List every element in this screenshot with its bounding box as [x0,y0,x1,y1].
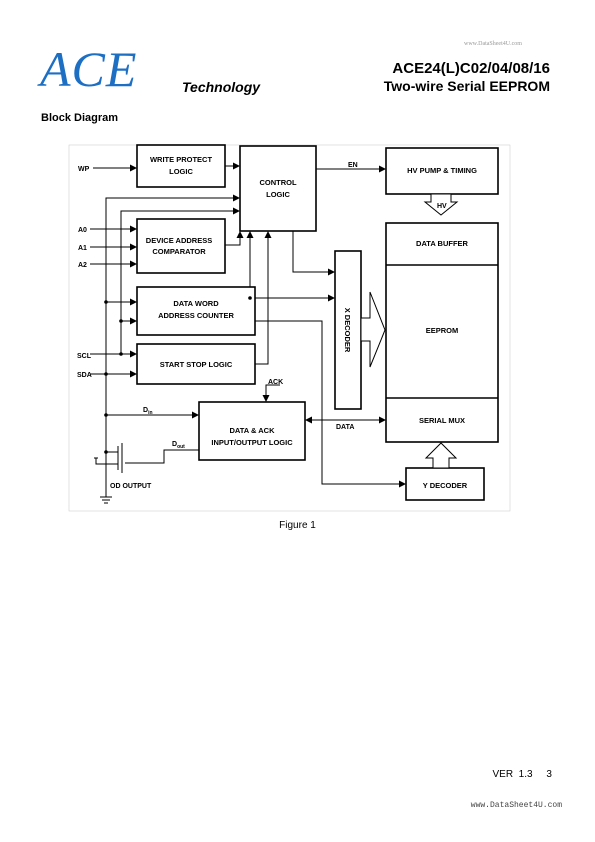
start-stop-block [136,343,256,385]
pin-a2: A2 [78,262,87,269]
eeprom-label: EEPROM [426,326,459,335]
data-word-label-2: ADDRESS COUNTER [158,311,234,320]
control-label-1: CONTROL [259,178,296,187]
signal-dout: Dout [172,441,185,450]
control-logic-block [239,145,317,232]
pin-wp: WP [78,166,90,173]
wire-junctions [104,296,252,454]
signal-data: DATA [336,424,354,431]
logo-subtitle: Technology [182,79,261,95]
write-protect-block [136,144,226,188]
y-decoder-label: Y DECODER [423,481,468,490]
y-decoder-arrow [424,442,458,469]
diagram-frame [68,144,511,512]
data-ack-block [198,401,306,461]
signal-hv: HV [437,203,447,210]
figure-caption: Figure 1 [279,520,316,531]
x-decoder-label: X DECODER [343,308,352,353]
data-word-block [136,286,256,336]
signal-dout-sub: out [177,444,185,450]
start-stop-label: START STOP LOGIC [160,360,233,369]
watermark-bottom: www.DataSheet4U.com [470,801,562,810]
section-title: Block Diagram [41,112,119,124]
device-address-label-2: COMPARATOR [152,247,206,256]
product-title: ACE24(L)C02/04/08/16 [392,60,550,77]
x-decoder-block [334,250,362,410]
watermark-top: www.DataSheet4U.com [464,41,522,47]
company-logo: ACE [40,41,138,97]
write-protect-label-2: LOGIC [169,167,193,176]
product-description: Two-wire Serial EEPROM [383,78,550,94]
data-buffer-label: DATA BUFFER [416,239,469,248]
signal-din-sub: in [148,410,152,416]
pin-sda: SDA [77,372,92,379]
hv-arrow [423,193,459,216]
pin-a0: A0 [78,227,87,234]
signal-ack: ACK [268,379,283,386]
wires [90,162,406,504]
control-label-2: LOGIC [266,190,290,199]
data-word-label-1: DATA WORD [173,299,219,308]
x-decoder-arrow [360,291,386,368]
hv-pump-label: HV PUMP & TIMING [407,166,477,175]
data-ack-label-2: INPUT/OUTPUT LOGIC [211,438,293,447]
signal-en: EN [348,162,358,169]
y-decoder-block [405,467,485,501]
device-address-label-1: DEVICE ADDRESS [146,236,212,245]
hv-pump-block [385,147,499,195]
version-page-number: VER 1.3 3 [492,769,552,780]
pin-scl: SCL [77,353,92,360]
signal-din: Din [143,407,153,416]
pin-od-output: OD OUTPUT [110,483,152,490]
serial-mux-label: SERIAL MUX [419,416,465,425]
pin-a1: A1 [78,245,87,252]
data-ack-label-1: DATA & ACK [230,426,276,435]
memory-array-block [385,222,499,443]
device-address-block [136,218,226,274]
signal-dout-main: D [172,441,177,448]
write-protect-label-1: WRITE PROTECT [150,155,212,164]
signal-din-main: D [143,407,148,414]
